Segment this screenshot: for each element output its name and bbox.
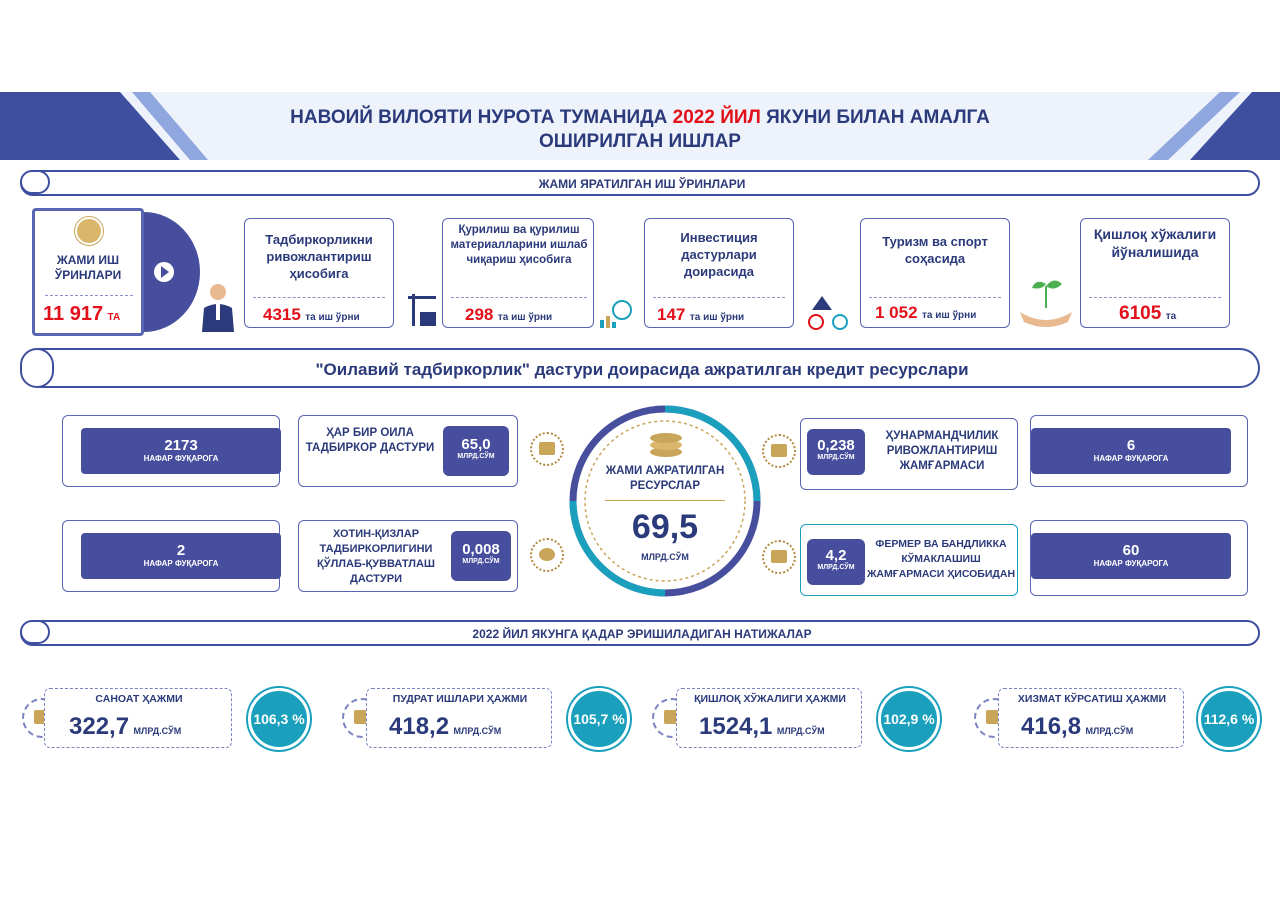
plant-hands-icon bbox=[1020, 280, 1072, 327]
credit-program-box-4: 4,2 МЛРД.СЎМ ФЕРМЕР ВА БАНДЛИККА КЎМАКЛА… bbox=[800, 524, 1018, 596]
result-box-contract: ПУДРАТ ИШЛАРИ ҲАЖМИ 418,2 МЛРД.СЎМ bbox=[366, 688, 552, 748]
money-growth-icon bbox=[530, 432, 564, 466]
credit-people-pill: 6 НАФАР ФУҚАРОГА bbox=[1031, 428, 1231, 474]
job-card-value: 1 052 та иш ўрни bbox=[875, 303, 977, 322]
total-jobs-half-circle bbox=[144, 212, 200, 332]
title-band bbox=[0, 92, 1280, 160]
check-icon bbox=[20, 348, 54, 388]
credit-program-box-1: ҲАР БИР ОИЛА ТАДБИРКОР ДАСТУРИ 65,0 МЛРД… bbox=[298, 415, 518, 487]
check-icon bbox=[20, 620, 50, 644]
job-card-value: 4315 та иш ўрни bbox=[263, 305, 360, 324]
credit-program-box-2: ХОТИН-ҚИЗЛАР ТАДБИРКОРЛИГИНИ ҚЎЛЛАБ-ҚУВВ… bbox=[298, 520, 518, 592]
job-card-title: Қурилиш ва қурилиш материалларини ишлаб … bbox=[450, 224, 588, 266]
job-card-tourism: Туризм ва спорт соҳасида 1 052 та иш ўрн… bbox=[860, 218, 1010, 328]
credit-program-amount: 0,238 МЛРД.СЎМ bbox=[807, 429, 865, 475]
coin-stack-icon bbox=[650, 433, 682, 457]
job-card-value: 147 та иш ўрни bbox=[657, 305, 745, 324]
title-band-right-stripes bbox=[1148, 92, 1280, 160]
job-card-construction: Қурилиш ва қурилиш материалларини ишлаб … bbox=[442, 218, 594, 328]
credit-people-box-1: 2173 НАФАР ФУҚАРОГА bbox=[62, 415, 281, 487]
results-section-bar: 2022 ЙИЛ ЯКУНГА ҚАДАР ЭРИШИЛАДИГАН НАТИЖ… bbox=[20, 620, 1260, 646]
result-percent-agriculture: 102,9 % bbox=[878, 688, 940, 750]
result-title: ПУДРАТ ИШЛАРИ ҲАЖМИ bbox=[392, 693, 528, 705]
job-card-entrepreneurship: Тадбиркорликни ривожлантириш ҳисобига 43… bbox=[244, 218, 394, 328]
credit-people-box-3: 6 НАФАР ФУҚАРОГА bbox=[1030, 415, 1248, 487]
title-band-left-stripes bbox=[0, 92, 208, 160]
credit-people-pill: 2 НАФАР ФУҚАРОГА bbox=[81, 533, 281, 579]
credit-section-bar: "Оилавий тадбиркорлик" дастури доирасида… bbox=[20, 348, 1260, 388]
credit-program-amount: 0,008 МЛРД.СЎМ bbox=[451, 531, 511, 581]
jobs-section-bar: ЖАМИ ЯРАТИЛГАН ИШ ЎРИНЛАРИ bbox=[20, 170, 1260, 196]
result-title: ҚИШЛОҚ ХЎЖАЛИГИ ҲАЖМИ bbox=[694, 693, 846, 705]
result-value: 418,2 МЛРД.СЎМ bbox=[389, 713, 502, 740]
farm-calendar-icon bbox=[762, 540, 796, 574]
result-value: 416,8 МЛРД.СЎМ bbox=[1021, 713, 1134, 740]
job-card-title: Тадбиркорликни ривожлантириш ҳисобига bbox=[265, 232, 373, 281]
results-section-label: 2022 ЙИЛ ЯКУНГА ҚАДАР ЭРИШИЛАДИГАН НАТИЖ… bbox=[472, 627, 812, 641]
result-box-agriculture: ҚИШЛОҚ ХЎЖАЛИГИ ҲАЖМИ 1524,1 МЛРД.СЎМ bbox=[676, 688, 862, 748]
result-box-industry: САНОАТ ҲАЖМИ 322,7 МЛРД.СЎМ bbox=[44, 688, 232, 748]
credit-people-box-2: 2 НАФАР ФУҚАРОГА bbox=[62, 520, 281, 592]
tourism-sport-icon bbox=[808, 296, 848, 330]
job-card-value: 6105 та bbox=[1119, 303, 1177, 324]
credit-program-name: ҲУНАРМАНДЧИЛИК РИВОЖЛАНТИРИШ ЖАМҒАРМАСИ bbox=[885, 430, 999, 472]
result-percent-services: 112,6 % bbox=[1198, 688, 1260, 750]
job-card-title: Инвестиция дастурлари доирасида bbox=[680, 230, 758, 279]
center-ring bbox=[569, 405, 761, 597]
result-value: 1524,1 МЛРД.СЎМ bbox=[699, 713, 825, 740]
credit-program-name: ФЕРМЕР ВА БАНДЛИККА КЎМАКЛАШИШ ЖАМҒАРМАС… bbox=[866, 538, 1016, 580]
credit-program-amount: 4,2 МЛРД.СЎМ bbox=[807, 539, 865, 585]
result-value: 322,7 МЛРД.СЎМ bbox=[69, 713, 182, 740]
credit-section-label: "Оилавий тадбиркорлик" дастури доирасида… bbox=[315, 360, 969, 379]
job-card-investment: Инвестиция дастурлари доирасида 147 та и… bbox=[644, 218, 794, 328]
credit-people-pill: 2173 НАФАР ФУҚАРОГА bbox=[81, 428, 281, 474]
job-card-title: Туризм ва спорт соҳасида bbox=[882, 234, 988, 266]
job-card-title: Қишлоқ хўжалиги йўналишида bbox=[1093, 226, 1217, 260]
workers-icon bbox=[75, 217, 103, 245]
result-title: ХИЗМАТ КЎРСАТИШ ҲАЖМИ bbox=[1017, 693, 1167, 705]
credit-people-box-4: 60 НАФАР ФУҚАРОГА bbox=[1030, 520, 1248, 596]
coins-icon bbox=[530, 538, 564, 572]
result-box-services: ХИЗМАТ КЎРСАТИШ ҲАЖМИ 416,8 МЛРД.СЎМ bbox=[998, 688, 1184, 748]
total-jobs-value: 11 917 ТА bbox=[43, 303, 121, 325]
job-card-agriculture: Қишлоқ хўжалиги йўналишида 6105 та bbox=[1080, 218, 1230, 328]
investment-chart-icon bbox=[600, 300, 632, 328]
credit-people-pill: 60 НАФАР ФУҚАРОГА bbox=[1031, 533, 1231, 579]
credit-program-name: ҲАР БИР ОИЛА ТАДБИРКОР ДАСТУРИ bbox=[305, 427, 435, 454]
check-icon bbox=[20, 170, 50, 194]
construction-crane-icon bbox=[408, 294, 436, 326]
credit-program-amount: 65,0 МЛРД.СЎМ bbox=[443, 426, 509, 476]
total-jobs-label: ЖАМИ ИШ ЎРИНЛАРИ bbox=[54, 253, 122, 282]
businessman-icon bbox=[202, 284, 234, 332]
center-value: 69,5 bbox=[631, 508, 699, 546]
credit-program-name: ХОТИН-ҚИЗЛАР ТАДБИРКОРЛИГИНИ ҚЎЛЛАБ-ҚУВВ… bbox=[317, 528, 435, 585]
page-title: НАВОИЙ ВИЛОЯТИ НУРОТА ТУМАНИДА 2022 ЙИЛ … bbox=[290, 107, 990, 152]
jobs-section-label: ЖАМИ ЯРАТИЛГАН ИШ ЎРИНЛАРИ bbox=[538, 177, 746, 191]
credit-program-box-3: 0,238 МЛРД.СЎМ ҲУНАРМАНДЧИЛИК РИВОЖЛАНТИ… bbox=[800, 418, 1018, 490]
result-title: САНОАТ ҲАЖМИ bbox=[95, 693, 183, 705]
result-percent-contract: 105,7 % bbox=[568, 688, 630, 750]
total-jobs-card: ЖАМИ ИШ ЎРИНЛАРИ 11 917 ТА bbox=[32, 208, 144, 336]
center-label: ЖАМИ АЖРАТИЛГАН РЕСУРСЛАР bbox=[605, 465, 725, 492]
result-percent-industry: 106,3 % bbox=[248, 688, 310, 750]
job-card-value: 298 та иш ўрни bbox=[465, 305, 553, 324]
crafts-shop-icon bbox=[762, 434, 796, 468]
center-unit: МЛРД.СЎМ bbox=[641, 552, 689, 562]
